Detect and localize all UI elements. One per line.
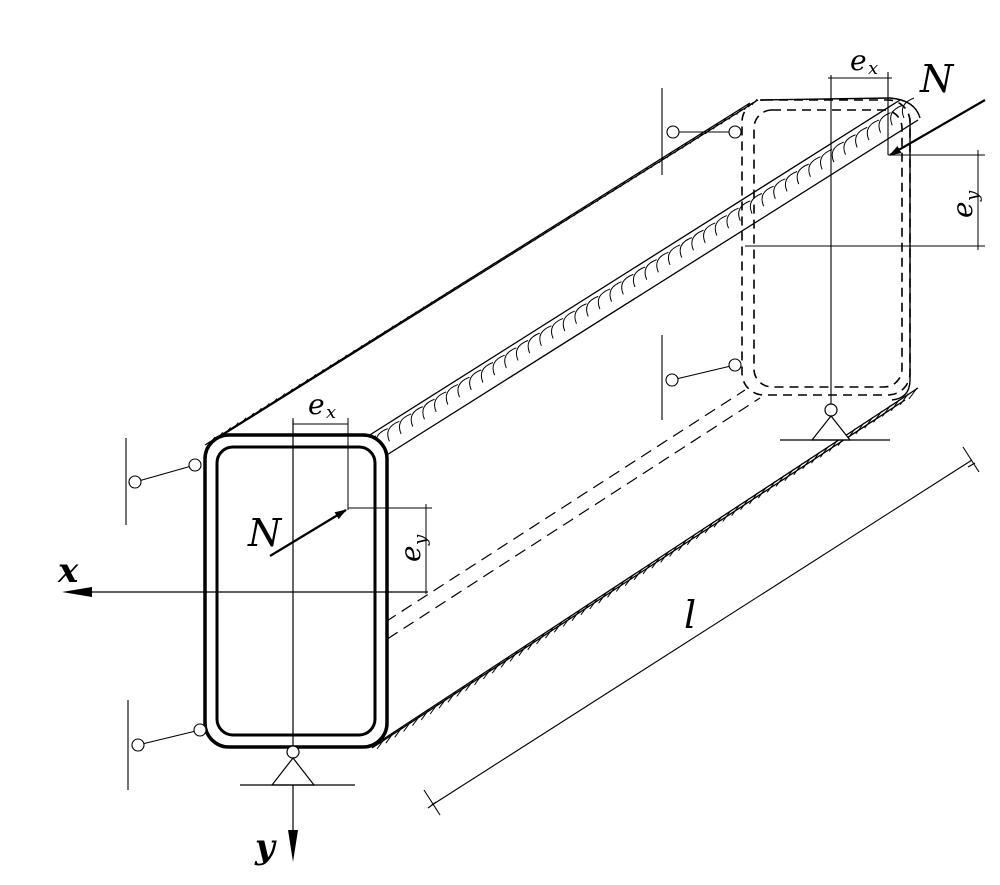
ex-front-e: e (308, 388, 325, 421)
weld-hatch-bottom-right (376, 387, 918, 750)
length-label: l (684, 593, 696, 637)
ex-label-back: e x (850, 44, 878, 79)
ey-label-back: e y (946, 190, 983, 218)
ey-label-front: e y (394, 534, 431, 562)
weld-callouts (125, 88, 742, 790)
x-axis-arrow (62, 587, 92, 597)
weld-bead-top-right (363, 97, 915, 457)
ey-back-sub: y (962, 190, 983, 202)
front-support (240, 745, 355, 786)
back-ey-dimension (888, 150, 985, 250)
weld-hatch-top-left (209, 98, 758, 444)
front-section (203, 433, 389, 749)
back-support (780, 403, 890, 441)
back-axes (745, 72, 985, 408)
ex-back-e: e (850, 44, 867, 77)
force-label-front: N (247, 511, 283, 555)
ex-front-sub: x (326, 402, 336, 423)
length-dimension (423, 446, 980, 816)
ex-back-sub: x (868, 58, 878, 79)
y-axis-arrow (288, 830, 298, 862)
back-section-dashed (741, 99, 911, 396)
x-axis-label: x (57, 551, 79, 591)
front-ex-dimension (292, 418, 349, 510)
y-axis-label: y (254, 827, 277, 867)
ex-label-front: e x (308, 388, 336, 423)
front-force-arrow (269, 509, 347, 557)
back-force-arrow (889, 99, 986, 156)
front-ey-dimension (348, 504, 432, 594)
force-label-back: N (919, 57, 955, 101)
ey-front-e: e (394, 545, 427, 562)
ey-back-e: e (946, 201, 979, 218)
ey-front-sub: y (410, 534, 431, 546)
back-top-edge (759, 97, 921, 401)
